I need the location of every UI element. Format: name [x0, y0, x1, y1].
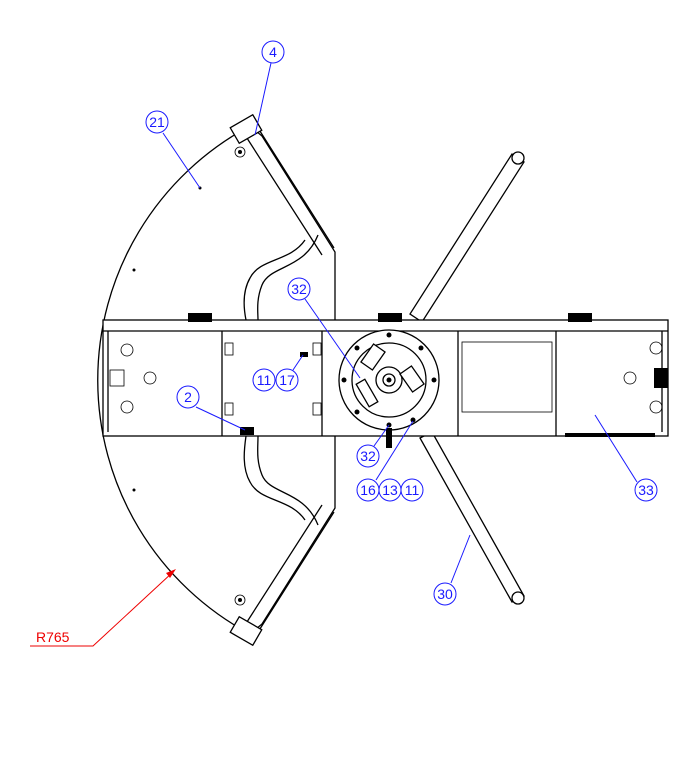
radius-dimension: R765	[30, 569, 176, 647]
handle-tube-top	[229, 113, 335, 321]
handle-tube-bottom	[229, 435, 335, 647]
balloon-17: 17	[275, 368, 299, 392]
svg-text:32: 32	[291, 281, 307, 297]
balloon-21: 21	[145, 110, 169, 134]
balloon-16: 16	[356, 478, 380, 502]
svg-text:30: 30	[437, 586, 453, 602]
svg-text:11: 11	[405, 482, 420, 498]
svg-text:16: 16	[360, 482, 376, 498]
svg-text:33: 33	[638, 482, 654, 498]
svg-text:13: 13	[382, 482, 398, 498]
rotary-hub	[338, 329, 440, 448]
balloon-32-bottom: 32	[356, 444, 380, 468]
balloon-2: 2	[176, 385, 200, 409]
svg-text:4: 4	[269, 44, 277, 60]
svg-text:11: 11	[257, 372, 272, 388]
balloon-4: 4	[261, 40, 285, 64]
svg-text:17: 17	[279, 372, 295, 388]
balloon-11-bottom: 11	[400, 478, 424, 502]
radius-label: R765	[36, 629, 70, 645]
leader-lines	[162, 62, 638, 584]
svg-text:32: 32	[360, 448, 376, 464]
balloon-13: 13	[378, 478, 402, 502]
svg-text:21: 21	[149, 114, 165, 130]
balloon-33: 33	[634, 478, 658, 502]
balloon-30: 30	[433, 582, 457, 606]
svg-text:2: 2	[184, 389, 192, 405]
balloon-11-left: 11	[252, 368, 276, 392]
balloon-32-top: 32	[287, 277, 311, 301]
